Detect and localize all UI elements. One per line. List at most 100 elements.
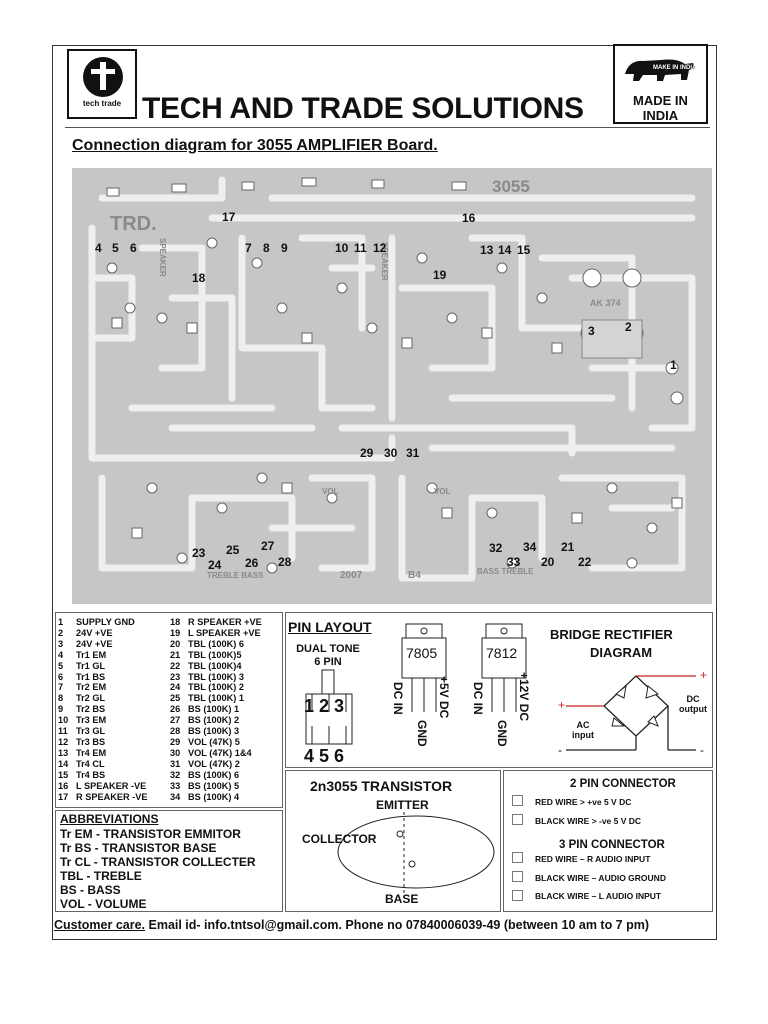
- two-pin-slot-1: [512, 795, 523, 806]
- legend-pin-label: VOL (47K) 5: [188, 736, 240, 747]
- pcb-point-32: 32: [489, 541, 503, 555]
- legend-pin-number: 29: [170, 736, 181, 747]
- silk-speaker-right: SPEAKER: [380, 242, 389, 281]
- legend-pin-label: TBL (100K) 6: [188, 638, 244, 649]
- legend-pin-number: 9: [58, 704, 64, 715]
- reg2-pin3: +12V DC: [517, 672, 531, 721]
- legend-pin-number: 2: [58, 627, 64, 638]
- legend-pin-number: 5: [58, 660, 64, 671]
- legend-pin-number: 3: [58, 638, 64, 649]
- three-pin-wire-1: RED WIRE – R AUDIO INPUT: [535, 854, 651, 864]
- reg2-pin1: DC IN: [472, 682, 485, 715]
- legend-pin-number: 17: [58, 791, 69, 802]
- company-name: TECH AND TRADE SOLUTIONS: [142, 92, 584, 125]
- legend-pin-number: 31: [170, 758, 181, 769]
- legend-pin-label: TBL (100K) 3: [188, 671, 244, 682]
- pin-layout-heading: PIN LAYOUT: [288, 619, 372, 635]
- bridge-rectifier-drawing: + + - -: [558, 668, 707, 757]
- regulator-7812-drawing: 7812 DC IN GND +12V DC: [472, 623, 531, 747]
- pcb-point-19: 19: [433, 268, 447, 282]
- pcb-point-9: 9: [281, 241, 288, 255]
- silk-brand: TRD.: [110, 213, 157, 235]
- pcb-point-3: 3: [588, 324, 595, 338]
- pcb-point-23: 23: [192, 546, 206, 560]
- legend-pin-number: 32: [170, 769, 181, 780]
- logo-t-mark: [83, 57, 123, 97]
- pcb-point-2: 2: [625, 320, 632, 334]
- transistor-title: 2n3055 TRANSISTOR: [310, 778, 453, 794]
- legend-pin-number: 1: [58, 617, 64, 627]
- legend-pin-label: Tr4 BS: [76, 769, 106, 780]
- pcb-point-27: 27: [261, 539, 275, 553]
- legend-pin-label: VOL (47K) 2: [188, 758, 240, 769]
- three-pin-slot-2: [512, 871, 523, 882]
- abbreviation-item: Tr CL - TRANSISTOR COLLECTER: [60, 855, 256, 869]
- reg1-part: 7805: [406, 645, 437, 661]
- pcb-point-8: 8: [263, 241, 270, 255]
- legend-pin-number: 22: [170, 660, 181, 671]
- bridge-title-line2: DIAGRAM: [590, 645, 653, 660]
- badge-line1: MADE IN: [633, 93, 688, 108]
- dual-pot-drawing: 1 2 3 4 5 6: [304, 669, 353, 766]
- legend-pin-label: Tr3 BS: [76, 736, 106, 747]
- bridge-minus-in: -: [558, 743, 562, 757]
- legend-pin-number: 19: [170, 627, 181, 638]
- silk-treble-bass: TREBLE BASS: [207, 571, 264, 580]
- transistor-collector-label: COLLECTOR: [302, 832, 377, 846]
- pcb-point-17: 17: [222, 210, 236, 224]
- pcb-point-13: 13: [480, 243, 494, 257]
- legend-pin-number: 11: [58, 726, 68, 737]
- abbreviation-item: Tr EM - TRANSISTOR EMMITOR: [60, 827, 241, 841]
- header-divider: [65, 127, 710, 128]
- legend-pin-label: BS (100K) 1: [188, 704, 240, 715]
- legend-pin-number: 27: [170, 715, 181, 726]
- three-pin-slot-3: [512, 890, 523, 901]
- legend-pin-label: Tr3 GL: [76, 726, 106, 737]
- legend-pin-number: 28: [170, 726, 181, 737]
- legend-pin-number: 16: [58, 780, 69, 791]
- make-in-india-mark: MAKE IN INDIA: [653, 65, 697, 71]
- pin-legend-box: [55, 612, 283, 808]
- transistor-base-label: BASE: [385, 892, 419, 906]
- three-pin-wire-3: BLACK WIRE – L AUDIO INPUT: [535, 891, 662, 901]
- bridge-plus-out: +: [700, 668, 707, 682]
- legend-pin-label: Tr3 EM: [76, 715, 107, 726]
- abbreviation-item: TBL - TREBLE: [60, 869, 142, 883]
- legend-pin-label: TBL (100K) 1: [188, 693, 244, 704]
- three-pin-title: 3 PIN CONNECTOR: [559, 839, 665, 851]
- legend-pin-number: 30: [170, 747, 181, 758]
- legend-pin-label: Tr1 EM: [76, 649, 107, 660]
- legend-pin-label: Tr2 EM: [76, 682, 107, 693]
- legend-pin-label: TBL (100K)5: [188, 649, 242, 660]
- legend-pin-label: BS (100K) 5: [188, 780, 240, 791]
- legend-pin-label: Tr2 GL: [76, 693, 106, 704]
- legend-pin-label: Tr2 BS: [76, 704, 106, 715]
- legend-pin-label: BS (100K) 4: [188, 791, 240, 802]
- abbreviation-item: VOL - VOLUME: [60, 897, 147, 911]
- abbreviations-box: [55, 810, 283, 912]
- legend-pin-number: 24: [170, 682, 181, 693]
- three-pin-slot-1: [512, 852, 523, 863]
- two-pin-slot-2: [512, 814, 523, 825]
- reg2-pin2: GND: [495, 720, 509, 747]
- two-pin-title: 2 PIN CONNECTOR: [570, 778, 676, 790]
- legend-pin-label: R SPEAKER +VE: [188, 617, 262, 627]
